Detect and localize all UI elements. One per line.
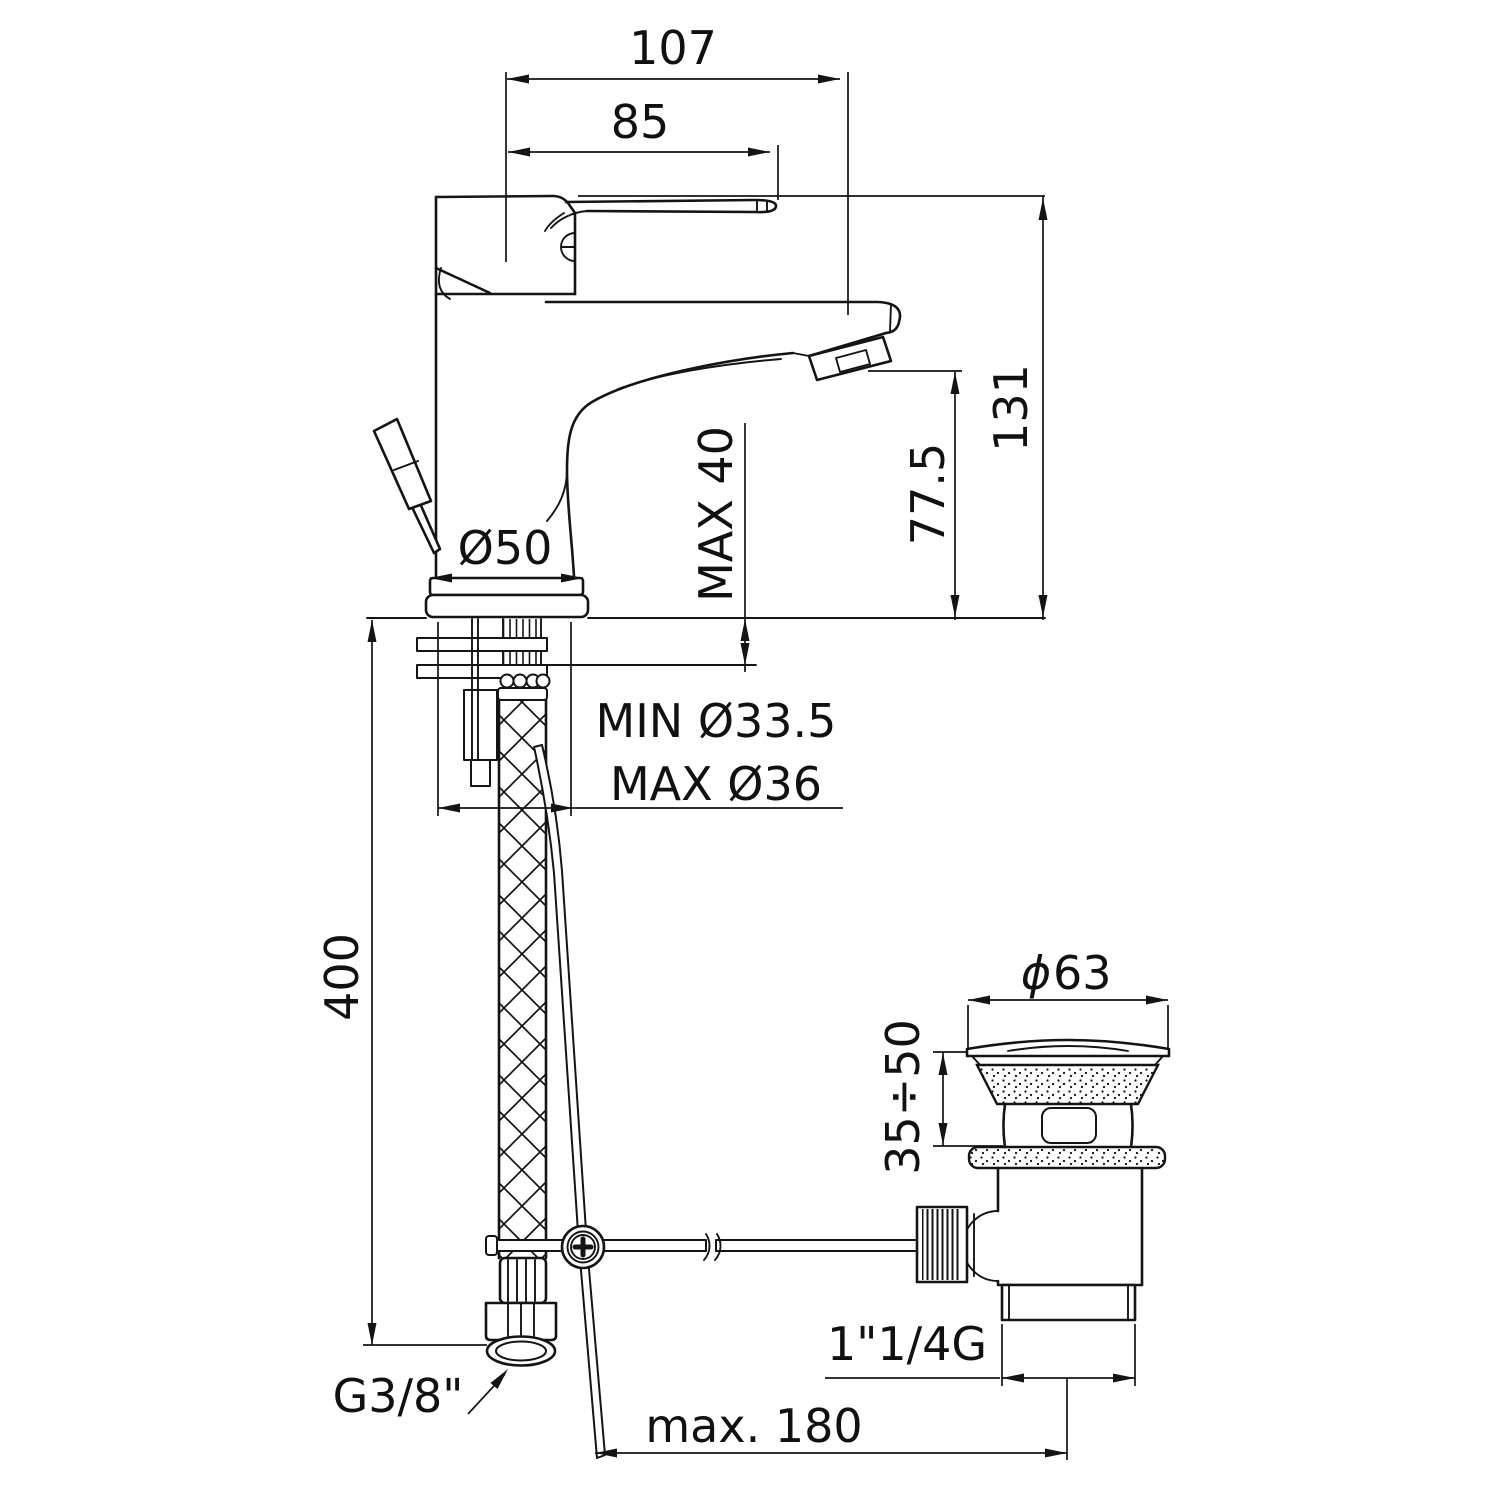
faucet-body xyxy=(424,194,902,619)
dim-body-diameter: Ø50 xyxy=(458,521,553,575)
dim-spout-projection: 107 xyxy=(629,21,717,75)
dim-handle-projection: 85 xyxy=(611,95,670,149)
hose-collar xyxy=(497,687,548,701)
label-waste-thread: 1"1/4G xyxy=(827,1317,987,1371)
dimension-labels: 107 85 131 77.5 MAX 40 Ø50 MIN Ø33.5 MAX… xyxy=(315,21,1112,1453)
drain-upper-seal xyxy=(975,1063,1160,1106)
mounting-washer xyxy=(416,637,548,652)
drain-cap xyxy=(965,1038,1171,1058)
supply-hose xyxy=(484,698,558,1367)
lift-rod xyxy=(485,1233,926,1261)
lift-rod-end-cap xyxy=(485,1235,498,1256)
dim-waste-clamp-range: 35÷50 xyxy=(876,1019,930,1175)
drain-slot xyxy=(1041,1107,1097,1144)
handle-lever xyxy=(544,198,778,232)
rod-break-symbol xyxy=(703,1233,722,1261)
aerator xyxy=(807,335,893,382)
dim-hose-length: 400 xyxy=(315,933,369,1021)
dim-rod-reach: max. 180 xyxy=(645,1399,862,1453)
dimension-lines xyxy=(363,72,1169,1460)
rod-pivot-screw xyxy=(560,1224,606,1270)
pop-up-knob xyxy=(372,417,442,555)
drain-cap-diameter-symbol: ϕ xyxy=(1021,946,1051,1000)
label-supply-thread: G3/8" xyxy=(333,1369,464,1423)
mounting-nut xyxy=(416,664,548,679)
dim-max-deck-thickness: MAX 40 xyxy=(689,426,743,602)
spout xyxy=(544,300,902,579)
drain-thread-outlet xyxy=(1000,1283,1137,1322)
dim-hole-max: MAX Ø36 xyxy=(610,757,822,811)
dim-spout-height: 77.5 xyxy=(901,443,955,545)
drain-cap-diameter-value: 63 xyxy=(1053,946,1112,1000)
counter-lines xyxy=(366,617,1046,666)
stud-clamp xyxy=(463,689,498,761)
dim-hole-min: MIN Ø33.5 xyxy=(596,694,837,748)
drain-assembly xyxy=(915,1038,1171,1322)
mounting-hardware xyxy=(416,618,551,787)
drain-lower-seal xyxy=(967,1145,1167,1170)
base-flange xyxy=(424,576,590,619)
phillips-cross-icon xyxy=(572,1236,594,1258)
hose-nut xyxy=(484,1256,558,1367)
dim-total-height: 131 xyxy=(984,364,1038,452)
